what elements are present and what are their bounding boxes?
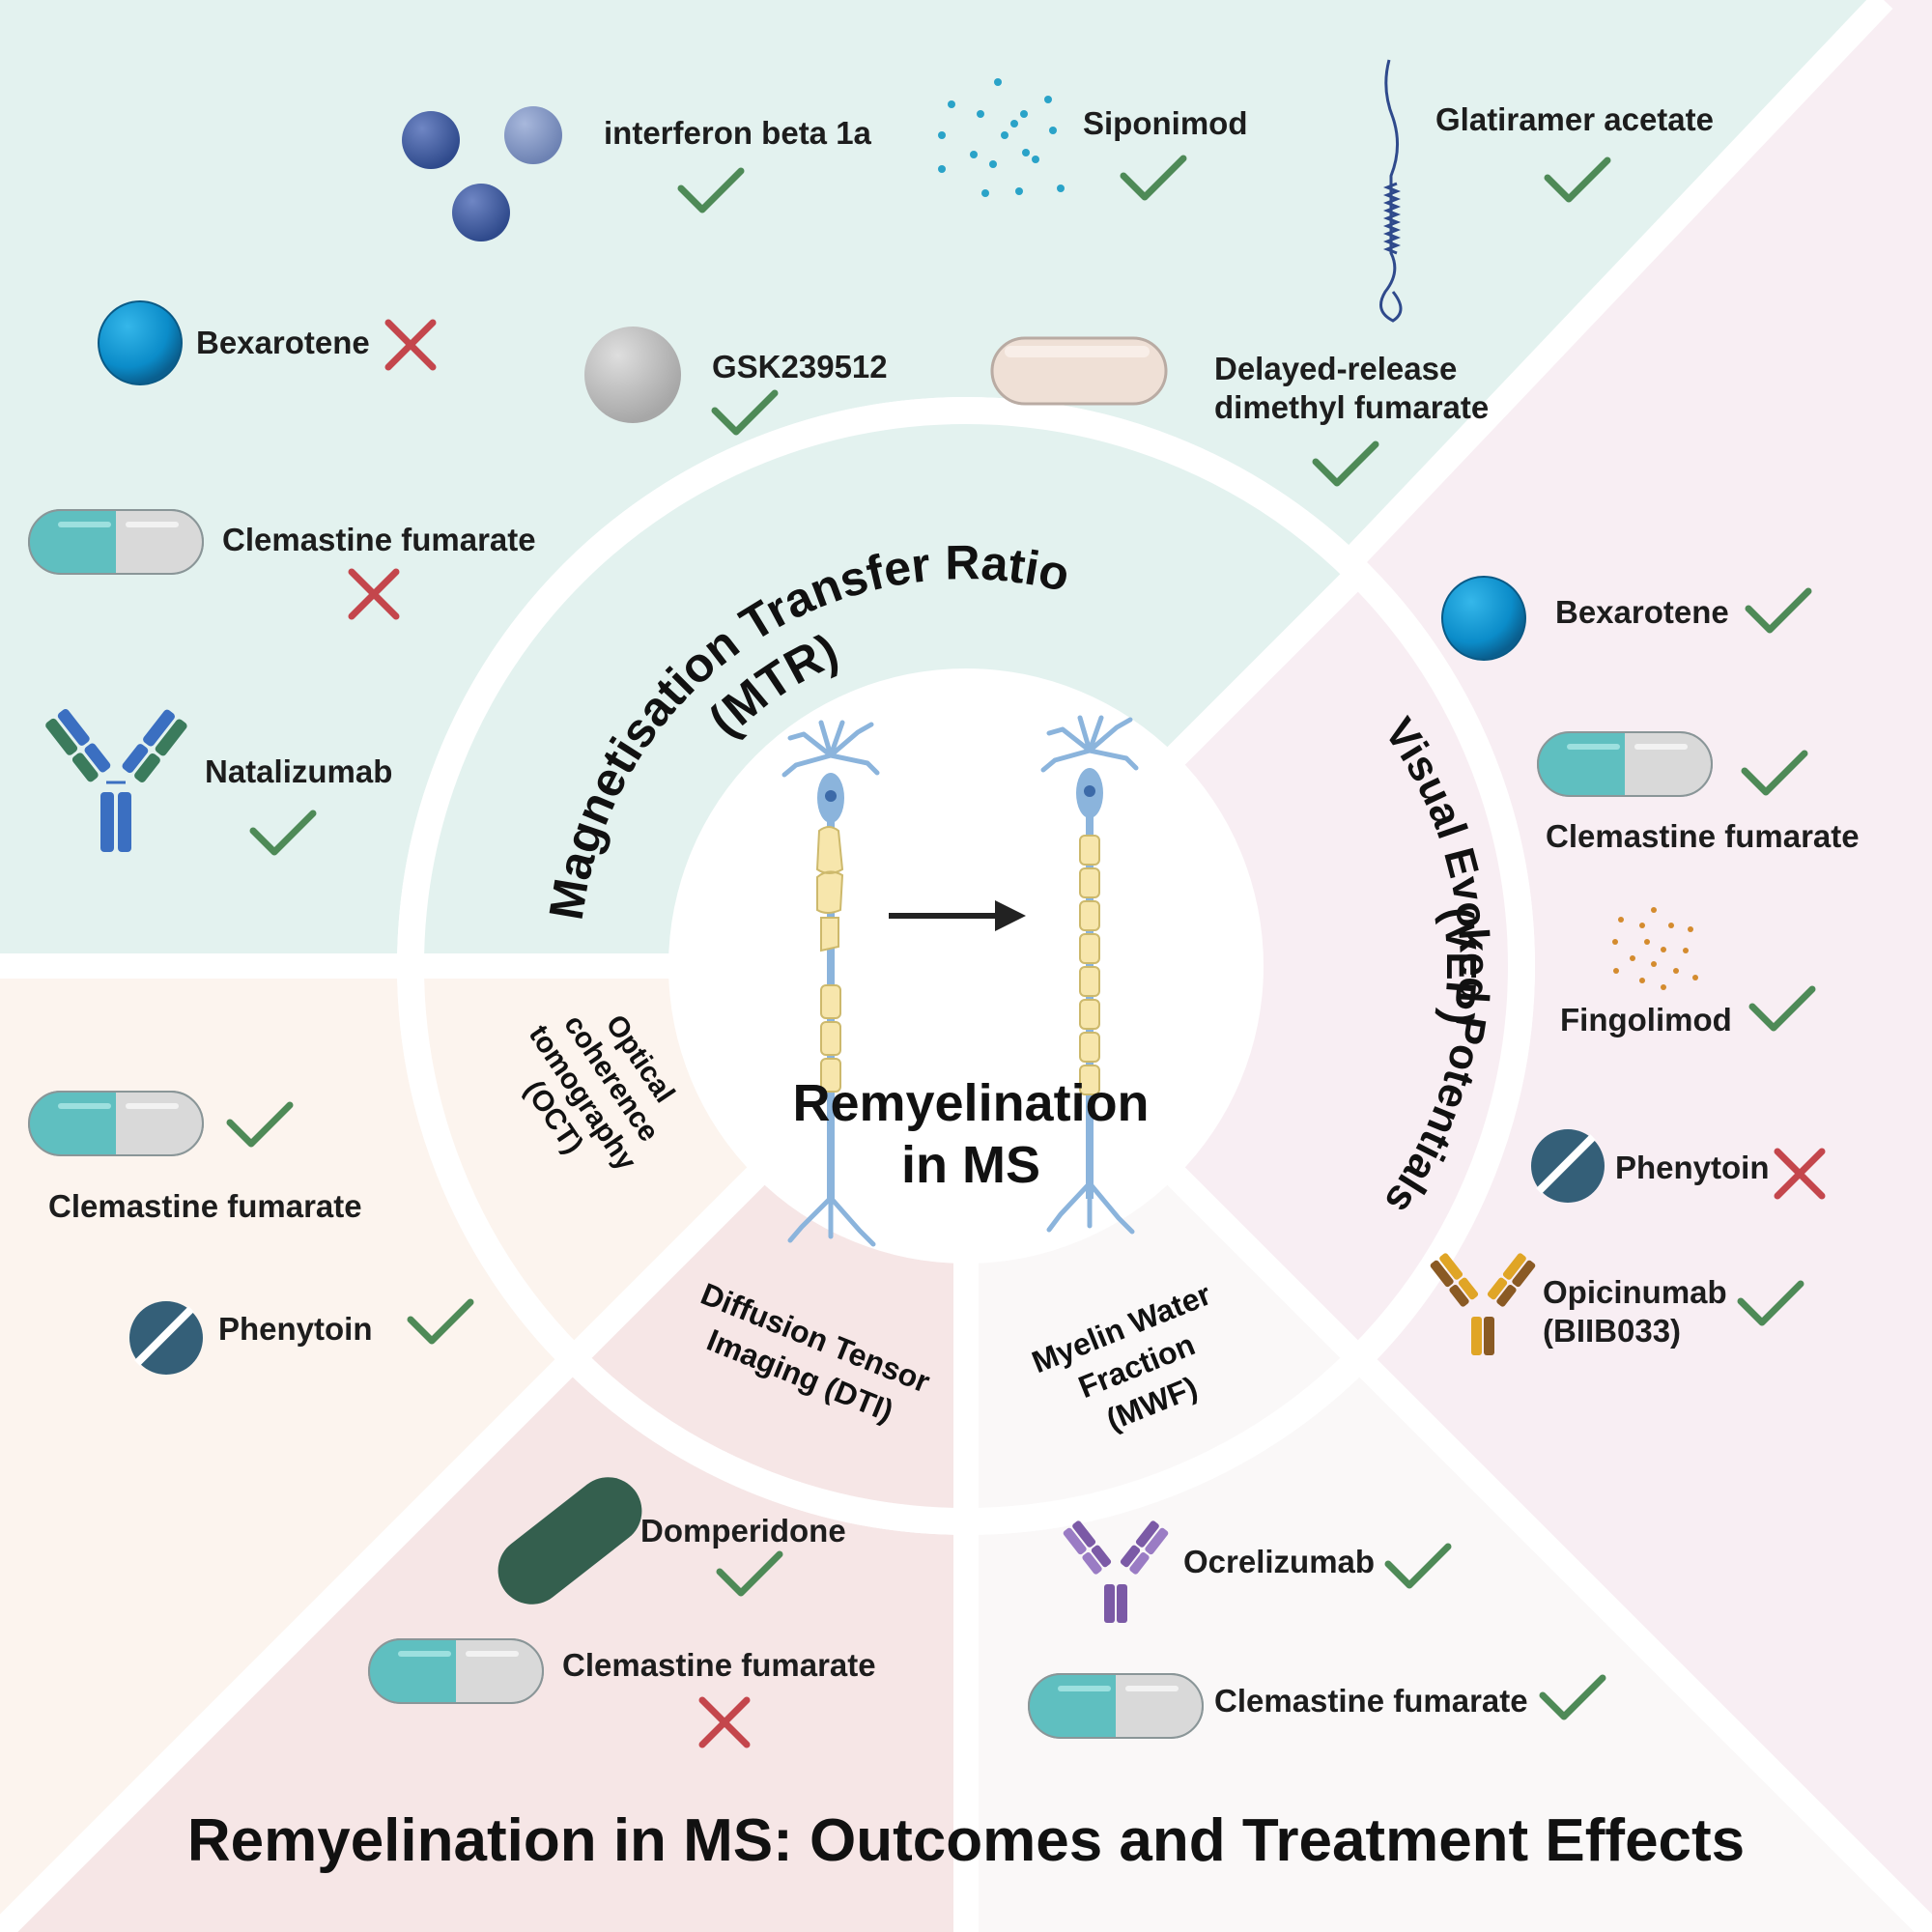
capsule-icon	[368, 1638, 544, 1704]
blue-sphere-icon	[98, 300, 183, 385]
drug-label-clemastine: Clemastine fumarate	[1546, 818, 1860, 854]
center-title-line1: Remyelination	[792, 1074, 1150, 1132]
drug-label-opicinumab: Opicinumab (BIIB033)	[1543, 1274, 1727, 1349]
drug-label-clemastine: Clemastine fumarate	[1214, 1683, 1528, 1719]
drug-label-domperidone: Domperidone	[640, 1513, 846, 1548]
drug-label-interferon: interferon beta 1a	[604, 115, 871, 151]
drug-label-natalizumab: Natalizumab	[205, 753, 393, 789]
drug-label-dimethyl-fumarate: Delayed-release dimethyl fumarate	[1214, 351, 1490, 425]
natalizumab-antibody-icon	[45, 709, 187, 852]
capsule-icon	[1537, 731, 1713, 797]
capsule-icon	[28, 509, 204, 575]
drug-label-glatiramer: Glatiramer acetate	[1435, 101, 1714, 137]
peptide-chain-icon	[1379, 59, 1403, 323]
drug-label-clemastine: Clemastine fumarate	[562, 1647, 876, 1683]
tablet-icon	[990, 336, 1168, 406]
ocrelizumab-antibody-icon	[1063, 1520, 1169, 1623]
drug-label-siponimod: Siponimod	[1083, 105, 1248, 141]
remyelinated-neuron-icon	[1040, 715, 1139, 1235]
capsule-icon	[28, 1091, 204, 1156]
vep-label-abbrev: (VEP)	[1434, 904, 1485, 1028]
spheres-icon	[402, 106, 562, 242]
drug-label-gsk239512: GSK239512	[712, 349, 888, 384]
fingolimod-dots-icon	[1612, 907, 1698, 990]
drug-label-bexarotene: Bexarotene	[1555, 594, 1729, 630]
capsule-icon	[1028, 1673, 1204, 1739]
center-title-line2: in MS	[901, 1136, 1040, 1194]
scored-pill-icon	[129, 1301, 203, 1375]
drug-label-phenytoin: Phenytoin	[218, 1311, 373, 1347]
siponimod-dots-icon	[938, 78, 1065, 197]
scored-pill-icon	[1531, 1129, 1605, 1203]
drug-label-phenytoin: Phenytoin	[1615, 1150, 1770, 1185]
blue-sphere-icon	[1441, 576, 1526, 661]
drug-label-fingolimod: Fingolimod	[1560, 1002, 1732, 1037]
arrow-icon	[889, 900, 1026, 931]
opicinumab-antibody-icon	[1430, 1253, 1536, 1355]
page-title: Remyelination in MS: Outcomes and Treatm…	[186, 1807, 1746, 1874]
center-circle	[668, 668, 1264, 1264]
demyelinated-neuron-icon	[781, 720, 880, 1247]
drug-label-clemastine: Clemastine fumarate	[48, 1188, 362, 1224]
drug-label-ocrelizumab: Ocrelizumab	[1183, 1544, 1376, 1579]
drug-label-bexarotene: Bexarotene	[196, 325, 370, 360]
drug-label-clemastine: Clemastine fumarate	[222, 522, 536, 557]
grey-sphere-icon	[584, 327, 681, 423]
center-title: Remyelination in MS	[763, 1072, 1179, 1196]
domperidone-pill-icon	[497, 1477, 642, 1605]
